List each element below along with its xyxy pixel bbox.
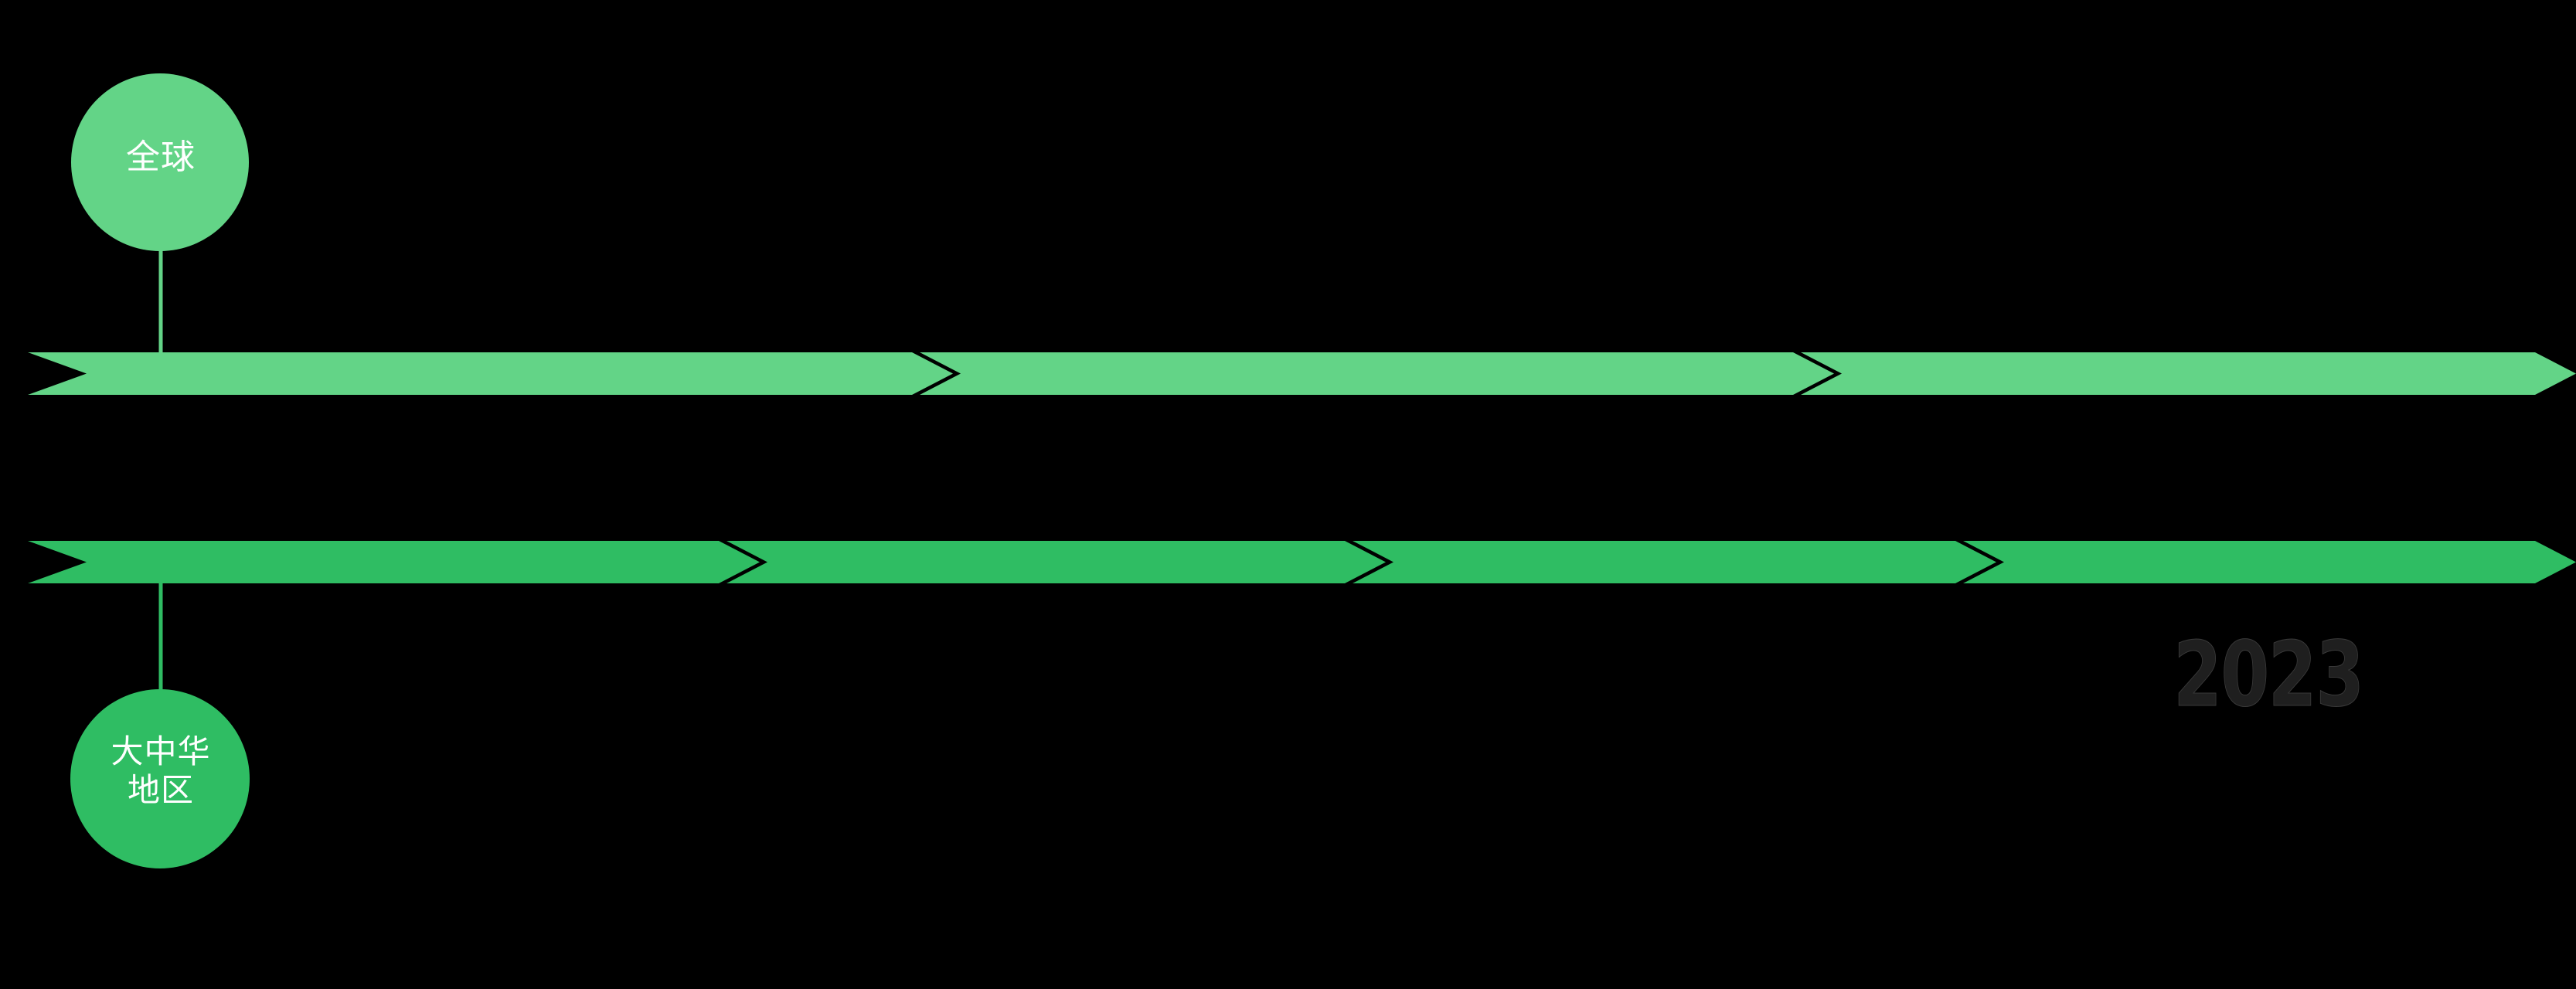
global-band-segment-3[interactable] bbox=[1801, 352, 2576, 395]
global-band-segment-1[interactable] bbox=[28, 352, 953, 395]
greater-china-row bbox=[28, 541, 2576, 868]
greater-china-band-segment-1[interactable] bbox=[28, 541, 760, 583]
node-greater-china-circle[interactable] bbox=[70, 689, 250, 868]
global-band-segment-2[interactable] bbox=[920, 352, 1834, 395]
greater-china-band-segment-3[interactable] bbox=[1353, 541, 1996, 583]
node-global-circle[interactable] bbox=[71, 73, 249, 251]
global-row bbox=[28, 73, 2576, 395]
greater-china-connector-line bbox=[158, 579, 163, 692]
global-connector-line bbox=[158, 247, 163, 355]
greater-china-band-segment-4[interactable] bbox=[1963, 541, 2576, 583]
greater-china-band-segment-2[interactable] bbox=[727, 541, 1386, 583]
